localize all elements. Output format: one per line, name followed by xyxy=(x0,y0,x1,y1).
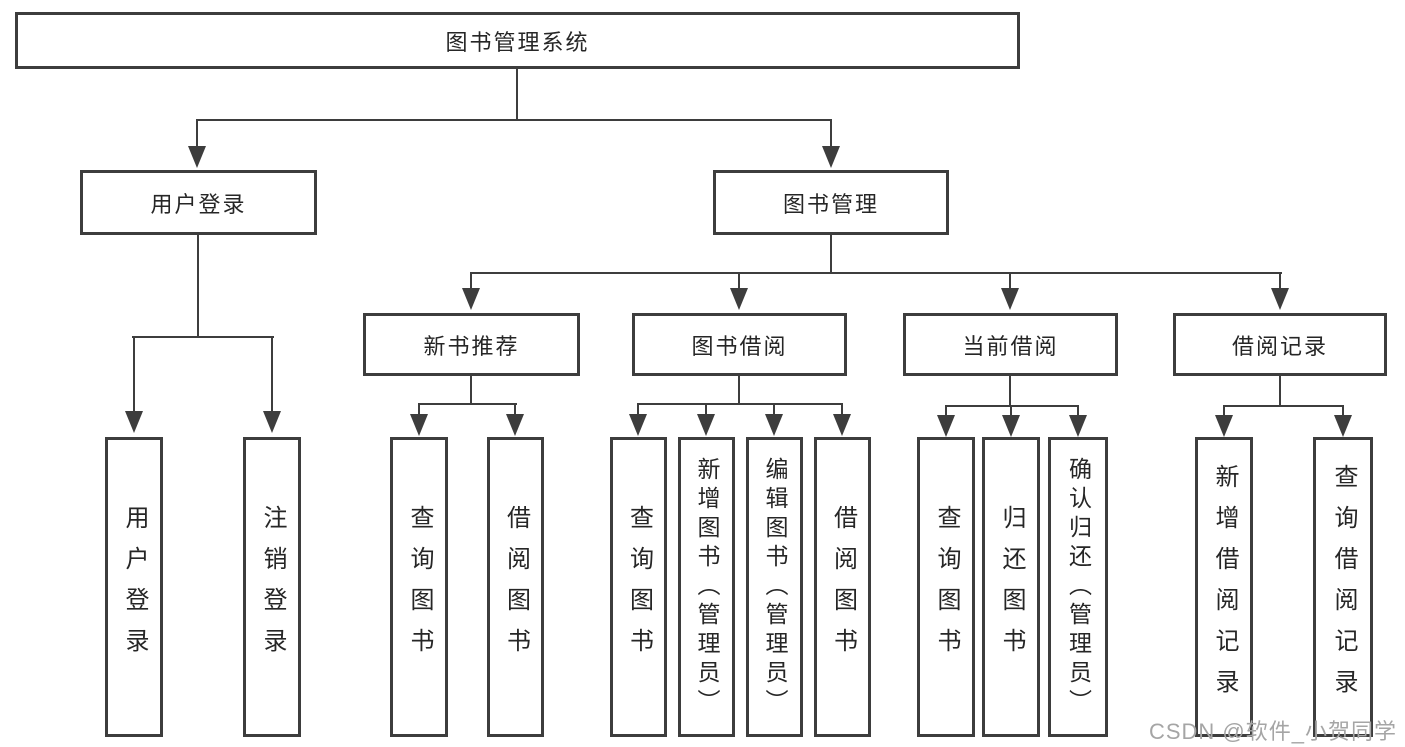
node-book-management-label: 图书管理 xyxy=(782,191,879,217)
connector-l3-stem xyxy=(470,272,472,289)
connector-cb-down xyxy=(1009,376,1011,407)
node-new-book-recommend: 新书推荐 xyxy=(363,313,580,376)
node-current-borrowing: 当前借阅 xyxy=(903,313,1118,376)
node-new-book-recommend-label: 新书推荐 xyxy=(423,333,520,359)
arrow-down-icon xyxy=(1215,415,1233,437)
arrow-down-icon xyxy=(1002,415,1020,437)
connector-leaf-stem xyxy=(1010,405,1012,416)
connector-leaf-stem xyxy=(705,403,707,415)
arrow-down-icon xyxy=(263,411,281,433)
arrow-down-icon xyxy=(822,146,840,168)
connector-leaf-stem xyxy=(1342,405,1344,416)
arrow-down-icon xyxy=(410,414,428,436)
connector-leaf-stem xyxy=(841,403,843,415)
node-borrowing-records-label: 借阅记录 xyxy=(1231,333,1328,359)
connector-user-login-stem xyxy=(196,119,198,148)
connector-nbr-bus xyxy=(418,403,517,405)
node-root-label: 图书管理系统 xyxy=(445,29,590,55)
connector-leaf-stem xyxy=(133,336,135,411)
arrow-down-icon xyxy=(697,414,715,436)
connector-book-mgmt-stem xyxy=(830,119,832,148)
connector-leaf-stem xyxy=(1223,405,1225,416)
connector-leaf-stem xyxy=(271,336,273,411)
leaf-query-books-1-label: 查询图书 xyxy=(406,505,433,669)
node-user-login: 用户登录 xyxy=(80,170,317,235)
connector-leaf-stem xyxy=(945,405,947,416)
leaf-logout-login-label: 注销登录 xyxy=(259,505,286,669)
leaf-user-login-label: 用户登录 xyxy=(121,505,148,669)
node-book-borrowing: 图书借阅 xyxy=(632,313,847,376)
leaf-edit-books-admin-label: 编辑图书（管理员） xyxy=(762,456,788,718)
connector-l3-stem xyxy=(738,272,740,289)
leaf-borrow-books-1-label: 借阅图书 xyxy=(502,505,530,669)
node-book-management: 图书管理 xyxy=(713,170,949,235)
arrow-down-icon xyxy=(833,414,851,436)
connector-leaf-stem xyxy=(773,403,775,415)
arrow-down-icon xyxy=(462,288,480,310)
connector-user-login-down xyxy=(197,235,199,338)
leaf-query-books-3-label: 查询图书 xyxy=(933,505,960,669)
leaf-borrow-books-2-label: 借阅图书 xyxy=(829,505,857,669)
leaf-query-books-3: 查询图书 xyxy=(917,437,975,737)
connector-leaf-stem xyxy=(637,403,639,415)
leaf-add-books-admin-label: 新增图书（管理员） xyxy=(694,456,720,718)
arrow-down-icon xyxy=(506,414,524,436)
node-root: 图书管理系统 xyxy=(15,12,1020,69)
connector-leaf-stem xyxy=(1077,405,1079,416)
arrow-down-icon xyxy=(937,415,955,437)
connector-user-login-bus xyxy=(132,336,274,338)
connector-leaf-stem xyxy=(514,403,516,415)
arrow-down-icon xyxy=(125,411,143,433)
arrow-down-icon xyxy=(765,414,783,436)
connector-root-stem xyxy=(516,69,518,121)
leaf-return-books-label: 归还图书 xyxy=(998,505,1025,669)
connector-book-mgmt-down xyxy=(830,235,832,274)
arrow-down-icon xyxy=(629,414,647,436)
arrow-down-icon xyxy=(1271,288,1289,310)
connector-nbr-down xyxy=(470,376,472,405)
arrow-down-icon xyxy=(188,146,206,168)
connector-root-bus xyxy=(196,119,832,121)
leaf-borrow-books-1: 借阅图书 xyxy=(487,437,544,737)
arrow-down-icon xyxy=(1334,415,1352,437)
connector-book-mgmt-bus xyxy=(470,272,1282,274)
arrow-down-icon xyxy=(1069,415,1087,437)
leaf-query-books-2: 查询图书 xyxy=(610,437,667,737)
leaf-query-books-2-label: 查询图书 xyxy=(625,505,653,669)
node-user-login-label: 用户登录 xyxy=(150,191,247,217)
leaf-confirm-return-admin-label: 确认归还（管理员） xyxy=(1065,456,1092,718)
connector-l3-stem xyxy=(1279,272,1281,289)
leaf-query-borrow-record: 查询借阅记录 xyxy=(1313,437,1373,737)
connector-br-down xyxy=(1279,376,1281,407)
node-borrowing-records: 借阅记录 xyxy=(1173,313,1387,376)
node-book-borrowing-label: 图书借阅 xyxy=(691,333,788,359)
leaf-logout-login: 注销登录 xyxy=(243,437,301,737)
leaf-query-books-1: 查询图书 xyxy=(390,437,448,737)
leaf-confirm-return-admin: 确认归还（管理员） xyxy=(1048,437,1108,737)
node-current-borrowing-label: 当前借阅 xyxy=(962,333,1059,359)
leaf-borrow-books-2: 借阅图书 xyxy=(814,437,871,737)
leaf-add-books-admin: 新增图书（管理员） xyxy=(678,437,735,737)
leaf-query-borrow-record-label: 查询借阅记录 xyxy=(1330,464,1357,710)
leaf-return-books: 归还图书 xyxy=(982,437,1040,737)
connector-bb-bus xyxy=(637,403,843,405)
connector-leaf-stem xyxy=(418,403,420,415)
connector-cb-bus xyxy=(945,405,1079,407)
arrow-down-icon xyxy=(1001,288,1019,310)
leaf-edit-books-admin: 编辑图书（管理员） xyxy=(746,437,803,737)
connector-bb-down xyxy=(738,376,740,405)
leaf-user-login: 用户登录 xyxy=(105,437,163,737)
arrow-down-icon xyxy=(730,288,748,310)
watermark: CSDN @软件_小贺同学 xyxy=(1148,719,1397,744)
connector-br-bus xyxy=(1223,405,1344,407)
connector-l3-stem xyxy=(1009,272,1011,289)
leaf-add-borrow-record-label: 新增借阅记录 xyxy=(1211,464,1238,710)
leaf-add-borrow-record: 新增借阅记录 xyxy=(1195,437,1253,737)
